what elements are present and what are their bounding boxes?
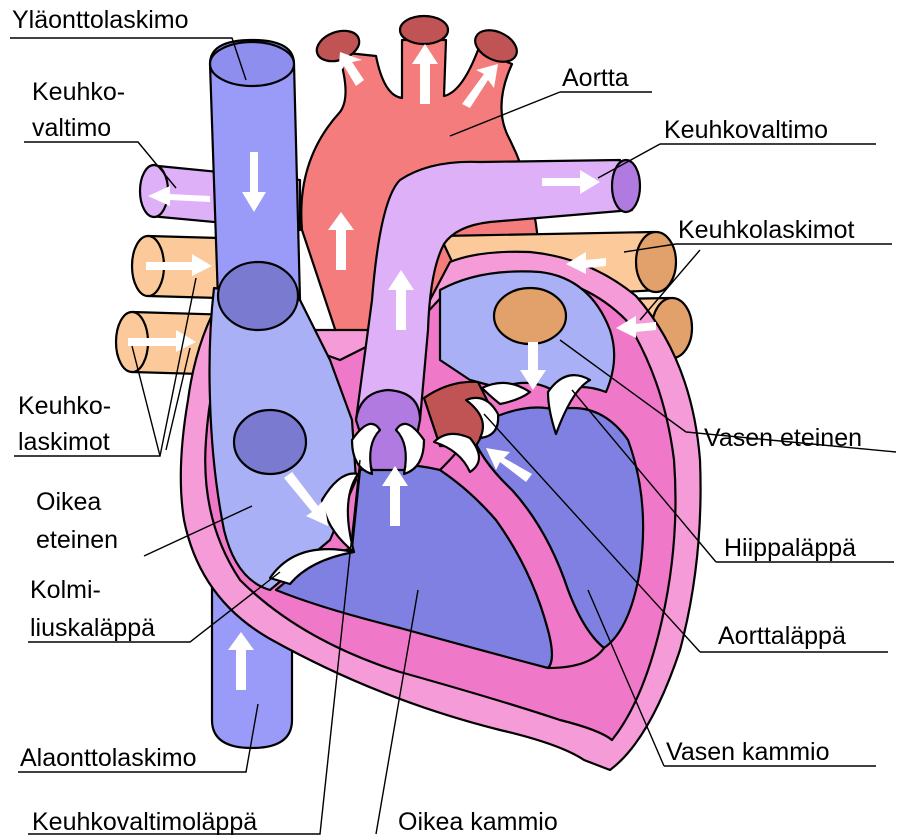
label-left-pulmonary-artery: Keuhkovaltimo [664,116,828,144]
label-tricuspid-valve-1: Kolmi- [30,576,101,604]
label-superior-vena-cava: Yläonttolaskimo [12,6,188,34]
label-right-pulmonary-veins-1: Keuhko- [18,392,111,420]
label-right-pulmonary-artery-2: valtimo [32,114,111,142]
label-tricuspid-valve-2: liuskaläppä [30,614,155,642]
label-mitral-valve: Hiippaläppä [724,534,856,562]
label-aortic-valve: Aorttaläppä [718,622,846,650]
label-right-pulmonary-artery-1: Keuhko- [32,78,125,106]
label-right-atrium-2: eteinen [36,526,118,554]
label-pulmonary-valve: Keuhkovaltimoläppä [32,808,257,836]
label-right-atrium-1: Oikea [36,488,101,516]
label-right-ventricle: Oikea kammio [398,808,558,836]
label-left-pulmonary-veins: Keuhkolaskimot [678,216,855,244]
coronary-sinus [234,410,306,474]
label-inferior-vena-cava: Alaonttolaskimo [20,744,196,772]
pulmonary-vein-opening [494,288,566,344]
label-left-atrium: Vasen eteinen [704,424,862,452]
label-aorta: Aortta [562,64,629,92]
label-left-ventricle: Vasen kammio [666,738,830,766]
label-right-pulmonary-veins-2: laskimot [18,428,110,456]
